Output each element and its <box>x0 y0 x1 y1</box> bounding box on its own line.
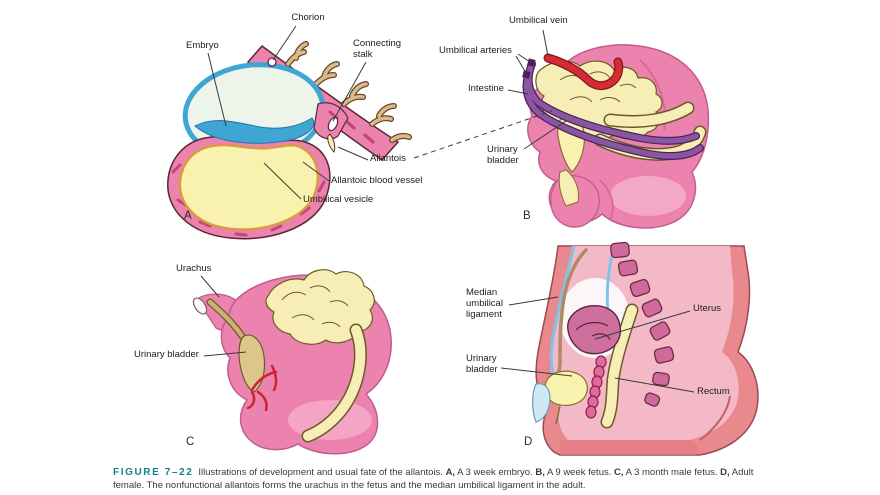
label-allantoic-blood-vessel: Allantoic blood vessel <box>331 175 423 186</box>
label-uterus: Uterus <box>693 303 721 314</box>
label-rectum: Rectum <box>697 386 730 397</box>
label-umbilical-vesicle: Umbilical vesicle <box>303 194 374 205</box>
panel-d-art <box>532 241 759 456</box>
panel-letter-d: D <box>524 436 533 448</box>
panel-a-art <box>167 41 412 240</box>
label-urachus: Urachus <box>176 263 212 274</box>
figure-caption-label: FIGURE 7–22 <box>113 466 194 478</box>
label-median-umbilical-ligament: Median umbilical ligament <box>466 287 503 320</box>
label-chorion: Chorion <box>291 12 325 23</box>
label-umbilical-arteries: Umbilical arteries <box>439 45 512 56</box>
label-intestine: Intestine <box>468 83 504 94</box>
panel-c-art <box>192 269 392 455</box>
panel-letter-a: A <box>184 210 192 222</box>
label-urinary-bladder-d: Urinary bladder <box>466 353 498 375</box>
label-urinary-bladder-c: Urinary bladder <box>134 349 199 360</box>
label-umbilical-vein: Umbilical vein <box>509 15 568 26</box>
label-embryo: Embryo <box>186 40 219 51</box>
panel-letter-c: C <box>186 436 195 448</box>
panel-b-art <box>522 44 710 229</box>
leader-lines <box>200 25 695 393</box>
allantois-to-bladder-dashed-line <box>413 110 553 159</box>
label-urinary-bladder-b: Urinary bladder <box>487 144 519 166</box>
panel-letter-b: B <box>523 210 531 222</box>
label-allantois: Allantois <box>370 153 406 164</box>
figure-caption-text: Illustrations of development and usual f… <box>113 466 754 492</box>
label-connecting-stalk: Connecting stalk <box>353 38 402 60</box>
